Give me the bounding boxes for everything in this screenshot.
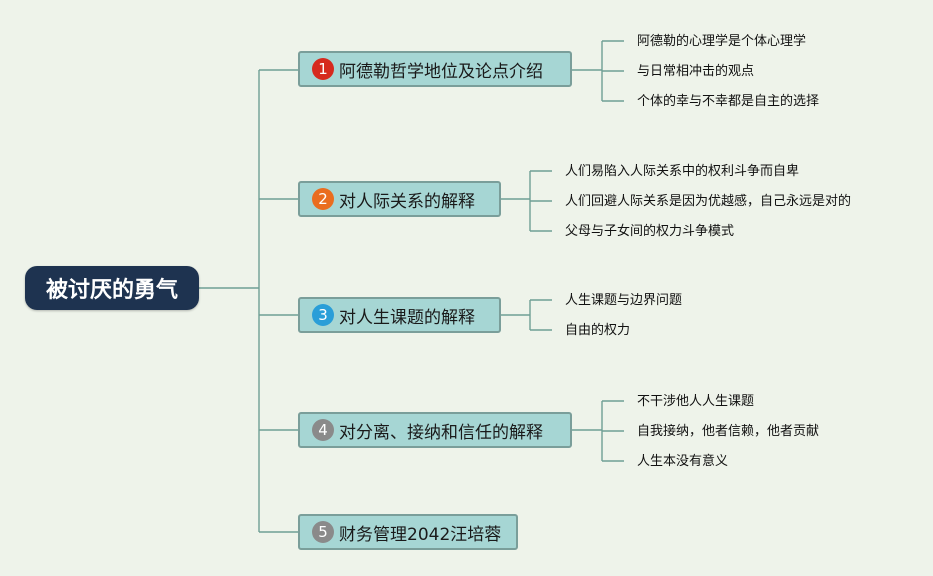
branch-3[interactable]: 3 对人生课题的解释 xyxy=(298,297,501,333)
number-badge-5: 5 xyxy=(312,521,334,543)
branch-4-label: 对分离、接纳和信任的解释 xyxy=(339,422,543,443)
leaf-1-2[interactable]: 与日常相冲击的观点 xyxy=(637,64,755,79)
leaf-3-2[interactable]: 自由的权力 xyxy=(565,323,631,338)
branch-4[interactable]: 4 对分离、接纳和信任的解释 xyxy=(298,412,572,448)
number-badge-3: 3 xyxy=(312,304,334,326)
branch-3-label: 对人生课题的解释 xyxy=(339,307,475,328)
branch-2-label: 对人际关系的解释 xyxy=(339,191,475,212)
leaf-1-3[interactable]: 个体的幸与不幸都是自主的选择 xyxy=(637,94,820,109)
leaf-2-2[interactable]: 人们回避人际关系是因为优越感，自己永远是对的 xyxy=(565,194,852,209)
number-badge-2: 2 xyxy=(312,188,334,210)
leaf-4-3[interactable]: 人生本没有意义 xyxy=(637,454,729,469)
leaf-2-1[interactable]: 人们易陷入人际关系中的权利斗争而自卑 xyxy=(565,164,800,179)
branch-1-label: 阿德勒哲学地位及论点介绍 xyxy=(339,61,543,82)
leaf-2-3[interactable]: 父母与子女间的权力斗争模式 xyxy=(565,224,735,239)
branch-2[interactable]: 2 对人际关系的解释 xyxy=(298,181,501,217)
root-topic[interactable]: 被讨厌的勇气 xyxy=(25,266,199,310)
leaf-4-2[interactable]: 自我接纳，他者信赖，他者贡献 xyxy=(637,424,820,439)
number-badge-1: 1 xyxy=(312,58,334,80)
leaf-4-1[interactable]: 不干涉他人人生课题 xyxy=(637,394,755,409)
number-badge-4: 4 xyxy=(312,419,334,441)
leaf-1-1[interactable]: 阿德勒的心理学是个体心理学 xyxy=(637,34,807,49)
root-title: 被讨厌的勇气 xyxy=(45,278,178,303)
leaf-3-1[interactable]: 人生课题与边界问题 xyxy=(565,293,683,308)
branch-5-label: 财务管理2042汪培蓉 xyxy=(339,524,502,545)
branch-5[interactable]: 5 财务管理2042汪培蓉 xyxy=(298,514,518,550)
branch-1[interactable]: 1 阿德勒哲学地位及论点介绍 xyxy=(298,51,572,87)
